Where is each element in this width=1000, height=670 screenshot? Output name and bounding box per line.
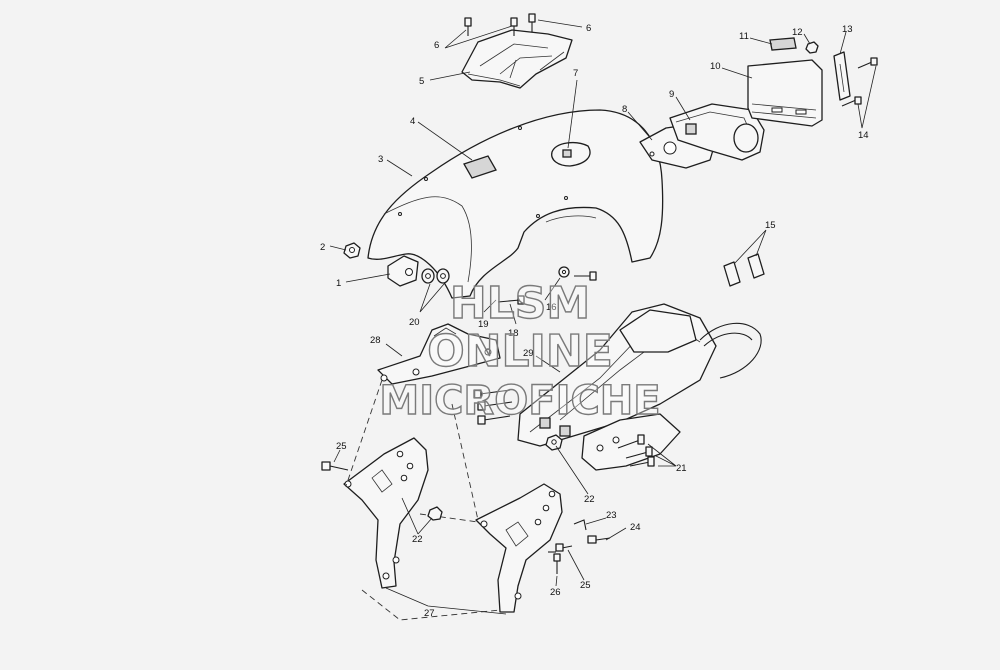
callout-20: 20 [409,317,420,328]
callout-9: 9 [669,89,674,100]
callout-14: 14 [858,130,869,141]
part-strap-13 [833,51,851,101]
callout-7: 7 [573,68,578,79]
callout-2: 2 [320,242,325,253]
part-bracket-1 [387,255,419,287]
part-lower-bracket-right [475,483,563,613]
part-clips-15 [723,253,765,287]
watermark-line-2: ONLINE [427,326,613,377]
part-bolt-26 [548,551,561,574]
watermark-line-1: HLSM [450,278,590,329]
part-bolt-24 [587,535,611,544]
callout-15: 15 [765,220,776,231]
part-decal-11 [769,37,797,51]
part-bolt-25-right [555,543,573,552]
callout-22a: 22 [584,494,595,505]
part-hardware-16-18-19 [497,266,597,305]
part-license-bracket [747,59,823,127]
part-taillight-housing [669,103,765,161]
part-fender-label [463,155,497,179]
part-pin-23 [573,519,587,531]
part-fender-grommet [551,141,591,167]
part-bolts-21 [617,434,655,467]
part-lower-bracket-left [343,437,429,589]
part-bracket-28 [377,323,501,385]
callout-4: 4 [410,116,415,127]
callout-3: 3 [378,154,383,165]
part-bolts-left-stack [473,389,513,425]
part-nut-2 [343,242,361,259]
part-nut-12 [805,41,819,54]
callout-19: 19 [478,319,489,330]
callout-25b: 25 [580,580,591,591]
callout-29: 29 [523,348,534,359]
callout-6b: 6 [586,23,591,34]
part-rack-plate [461,29,573,89]
watermark-line-3: MICROFICHE [379,378,660,424]
callout-22b: 22 [412,534,423,545]
callout-25a: 25 [336,441,347,452]
callout-18: 18 [508,328,519,339]
callout-16: 16 [546,302,557,313]
callout-1: 1 [336,278,341,289]
watermark: HLSM ONLINE MICROFICHE [379,277,662,424]
part-nut-22-center [545,434,563,451]
callout-5: 5 [419,76,424,87]
callout-10: 10 [710,61,721,72]
callout-24: 24 [630,522,641,533]
callout-11: 11 [739,31,749,42]
callout-26: 26 [550,587,561,598]
callout-6a: 6 [434,40,439,51]
callout-12: 12 [792,27,803,38]
part-bolts-6 [464,13,536,36]
callout-8: 8 [622,104,627,115]
part-side-plate-21 [581,413,681,471]
callout-21: 21 [676,463,687,474]
dash-leader-lines [345,379,501,621]
leader-lines [329,19,877,615]
part-rack-frame-29 [517,303,762,447]
callout-27: 27 [424,608,435,619]
part-nut-22-lower [427,506,443,521]
callout-23: 23 [606,510,617,521]
callout-28: 28 [370,335,381,346]
callout-13: 13 [842,24,853,35]
callout-labels: 1 2 3 4 5 6 6 7 8 9 10 11 12 13 14 15 16… [320,23,869,619]
part-bolt-25-left [321,461,349,471]
part-washers-20 [421,268,450,284]
